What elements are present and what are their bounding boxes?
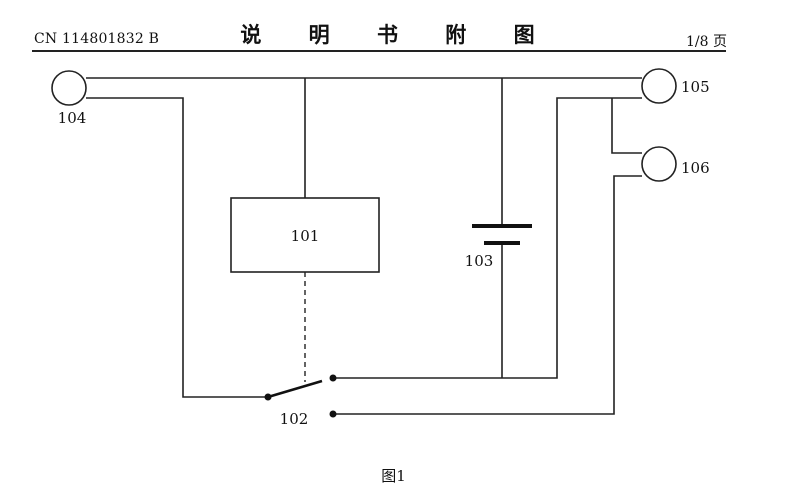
switch-pivot [265, 394, 272, 401]
switch-lever [268, 381, 322, 397]
switch-contact-upper [330, 375, 337, 382]
label-106: 106 [681, 159, 710, 177]
wire-left-to-switch [86, 98, 268, 397]
label-102: 102 [280, 410, 309, 428]
terminal-104 [52, 71, 86, 105]
wire-105-to-106 [612, 98, 642, 153]
terminal-105 [642, 69, 676, 103]
label-103: 103 [465, 252, 494, 270]
label-105: 105 [681, 78, 710, 96]
label-104: 104 [58, 109, 87, 127]
terminal-106 [642, 147, 676, 181]
figure-caption: 图1 [0, 465, 787, 486]
switch-contact-lower [330, 411, 337, 418]
label-101: 101 [291, 227, 320, 245]
